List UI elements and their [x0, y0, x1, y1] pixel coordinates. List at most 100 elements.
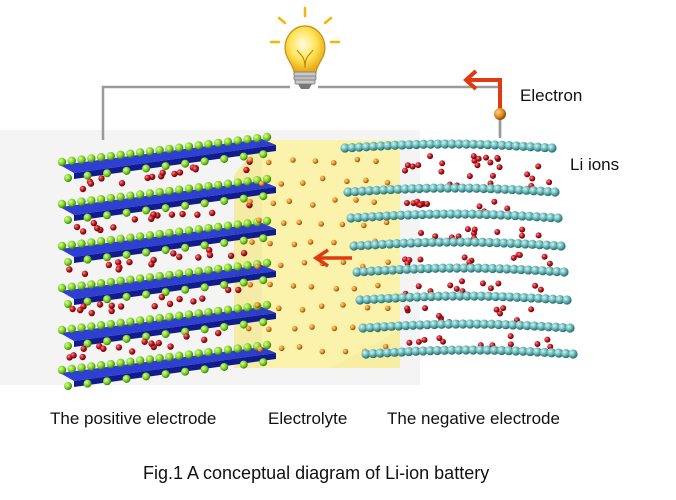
electrolyte-ion — [318, 221, 324, 227]
electrolyte-ion — [249, 239, 255, 245]
positive-atom — [220, 154, 229, 163]
electrolyte-ion — [310, 202, 316, 208]
positive-atom — [126, 149, 135, 158]
electrolyte-ion — [296, 219, 303, 226]
positive-atom — [135, 148, 145, 157]
negative-atom — [505, 292, 515, 302]
positive-atom — [64, 174, 72, 182]
electrolyte-ion — [296, 344, 303, 350]
negative-atom — [534, 240, 545, 250]
negative-atom — [518, 141, 529, 151]
negative-atom — [362, 294, 372, 305]
li-ion-in-cathode — [167, 343, 174, 350]
positive-atom — [200, 325, 209, 334]
positive-atom — [253, 133, 262, 143]
li-ion-in-cathode — [126, 258, 133, 266]
negative-atom — [402, 264, 412, 274]
positive-atom — [126, 275, 135, 284]
negative-atom — [454, 139, 464, 149]
negative-atom — [376, 294, 387, 304]
electrolyte-ion — [307, 239, 314, 245]
negative-atom — [413, 238, 423, 248]
positive-atom — [103, 337, 112, 346]
positive-atom — [155, 229, 164, 239]
positive-atom — [243, 343, 252, 352]
negative-atom — [390, 140, 400, 150]
negative-atom — [517, 211, 527, 221]
electrolyte-ion — [371, 199, 378, 205]
light-bulb-icon — [269, 6, 341, 89]
positive-atom — [64, 258, 72, 266]
negative-atom — [426, 291, 436, 302]
li-ion-in-anode — [424, 200, 431, 207]
negative-atom — [520, 239, 530, 249]
electrolyte-ion — [291, 241, 298, 248]
positive-atom — [135, 274, 145, 283]
li-ion-in-anode — [546, 260, 553, 267]
positive-atom — [220, 196, 229, 205]
li-ion-in-cathode — [118, 180, 126, 187]
li-ion-in-anode — [535, 163, 542, 170]
positive-atom — [243, 219, 252, 228]
positive-atom — [155, 145, 164, 155]
positive-atom — [77, 363, 86, 372]
negative-atom — [527, 239, 538, 249]
negative-atom — [504, 140, 514, 151]
negative-atom — [416, 264, 426, 274]
positive-atom — [165, 352, 174, 362]
negative-atom — [496, 210, 506, 220]
positive-atom — [262, 174, 272, 184]
negative-atom — [411, 346, 421, 356]
negative-atom — [340, 143, 350, 153]
positive-atom — [181, 201, 190, 210]
negative-atom — [525, 142, 536, 152]
li-ion-in-anode — [479, 280, 486, 287]
negative-atom — [453, 209, 463, 219]
electron-particle — [494, 108, 506, 120]
positive-atom — [96, 321, 106, 330]
li-ion-in-cathode — [80, 345, 87, 352]
positive-atom — [122, 208, 131, 217]
electrolyte-ion — [364, 304, 371, 311]
li-ion-in-anode — [535, 232, 542, 239]
li-ion-in-cathode — [117, 303, 125, 310]
negative-atom — [357, 186, 367, 196]
li-ion-in-cathode — [166, 300, 174, 308]
li-ion-in-anode — [461, 254, 468, 261]
positive-atom — [106, 151, 116, 161]
li-ion-in-anode — [418, 229, 425, 236]
positive-atom — [181, 285, 190, 294]
negative-atom — [486, 184, 496, 194]
positive-atom — [122, 166, 131, 175]
positive-atom — [161, 204, 170, 213]
negative-atom — [539, 212, 549, 222]
negative-atom — [354, 142, 364, 152]
positive-atom — [233, 304, 242, 313]
li-ions-label: Li ions — [570, 155, 620, 174]
positive-atom — [77, 239, 86, 248]
negative-atom — [412, 292, 422, 302]
electrolyte-ion — [265, 326, 272, 333]
li-ion-in-cathode — [79, 353, 86, 361]
negative-atom — [372, 322, 382, 332]
positive-atom — [184, 142, 194, 151]
positive-atom — [135, 356, 145, 365]
li-ion-in-anode — [487, 285, 494, 292]
positive-atom — [262, 340, 272, 350]
circuit-wire-right — [318, 85, 502, 136]
li-ion-in-cathode — [227, 252, 235, 260]
positive-atom — [116, 276, 125, 286]
positive-atom — [96, 195, 106, 204]
positive-atom — [165, 186, 174, 196]
li-ion-in-cathode — [148, 215, 155, 223]
electrolyte-ion — [312, 158, 319, 164]
negative-atom — [549, 240, 559, 251]
li-ion-in-cathode — [243, 166, 250, 174]
negative-atom — [499, 238, 509, 248]
negative-atom — [429, 183, 439, 193]
li-ion-in-cathode — [128, 348, 136, 355]
negative-atom — [364, 186, 375, 196]
negative-atom — [492, 238, 502, 248]
li-ion-in-anode — [544, 336, 551, 343]
negative-atom — [554, 348, 564, 358]
